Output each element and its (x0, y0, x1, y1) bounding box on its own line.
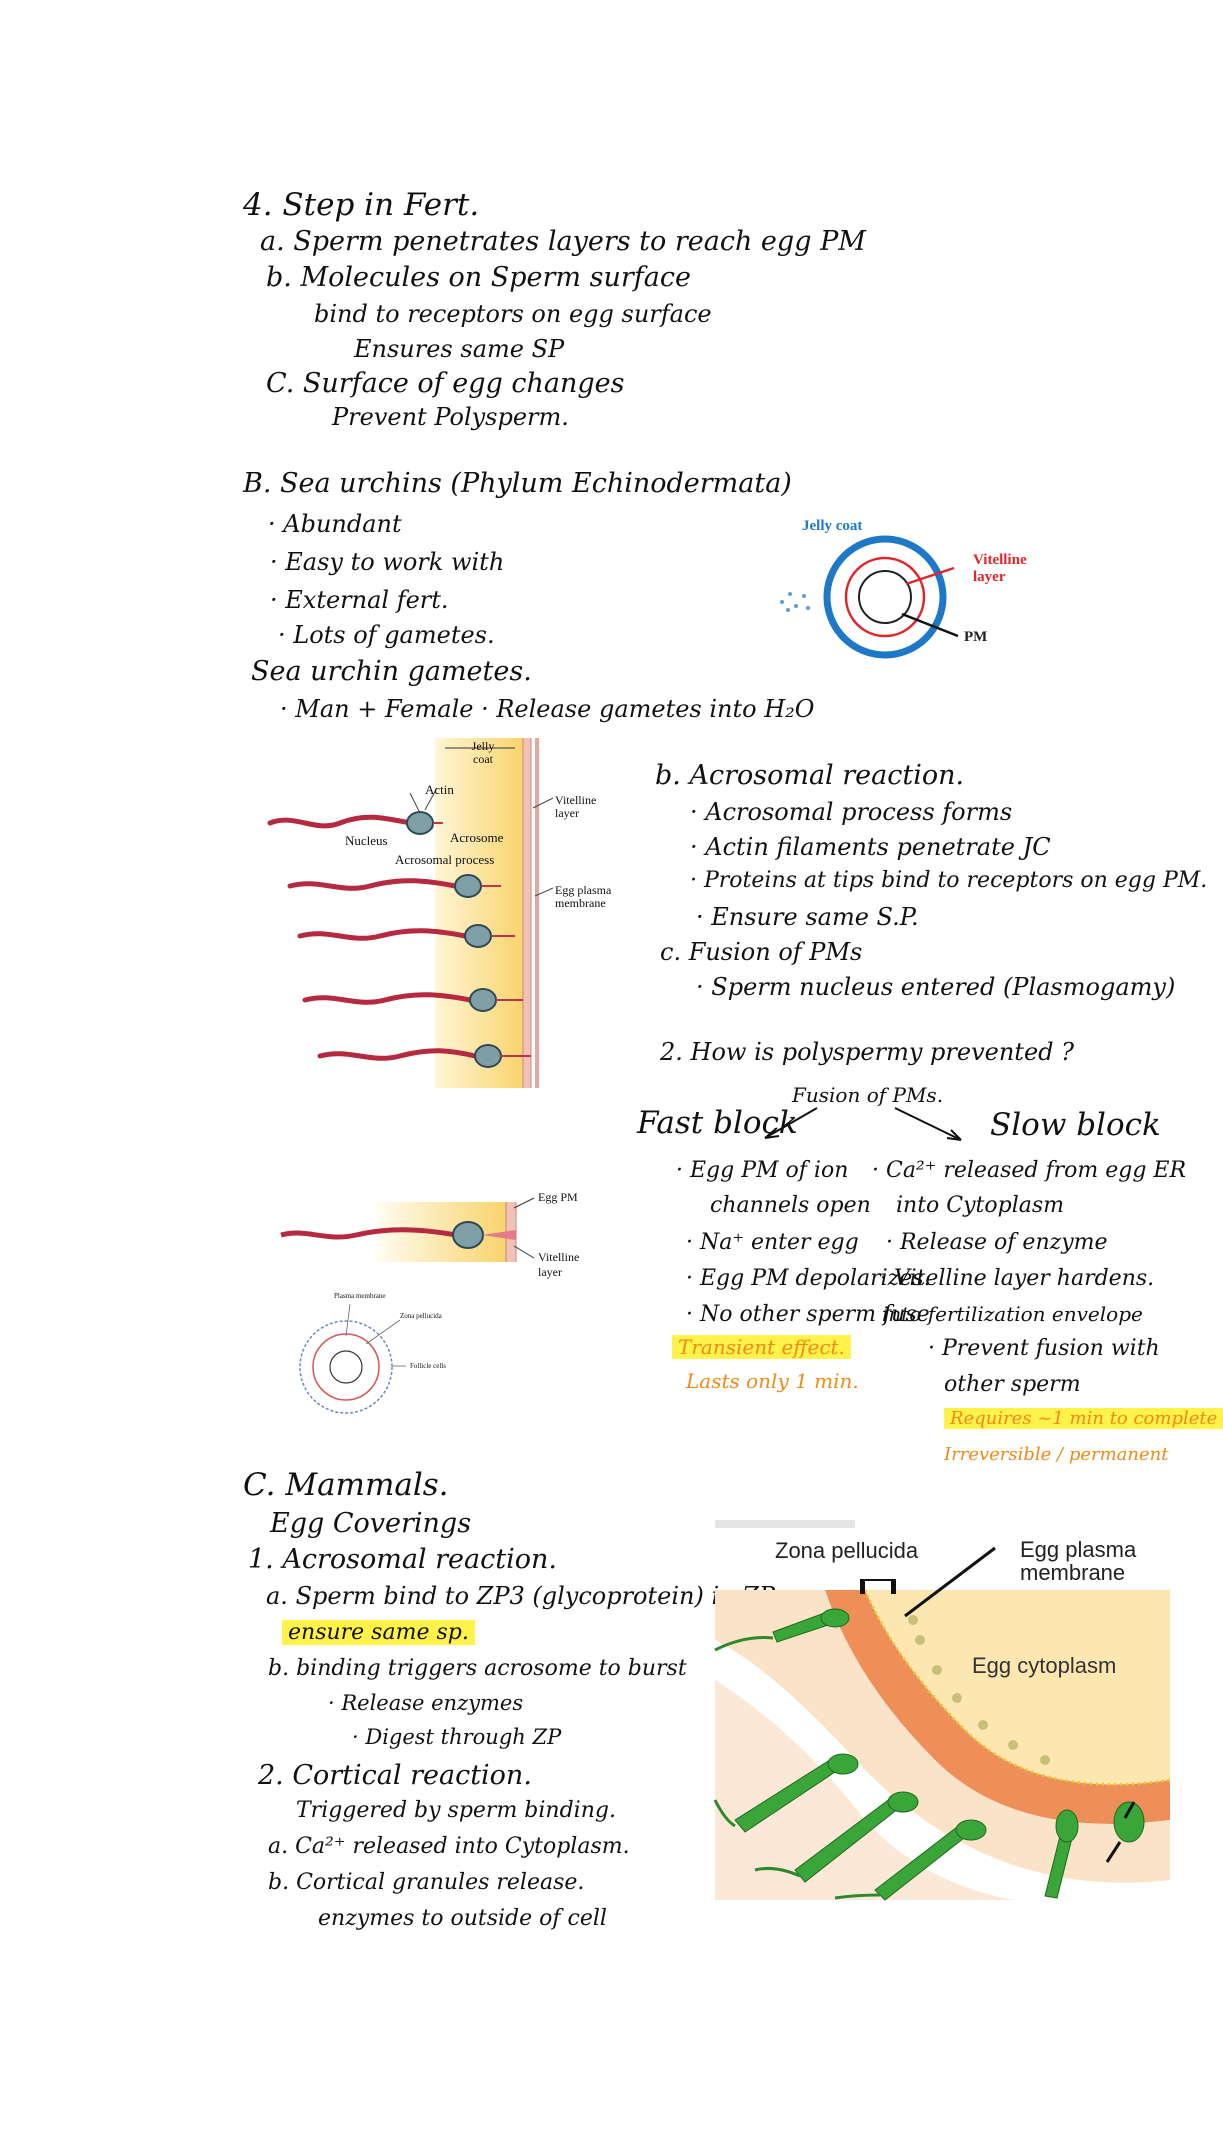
fusion-title: c. Fusion of PMs (660, 938, 863, 966)
pm-label: PM (964, 629, 988, 645)
note-line: · Easy to work with (270, 548, 505, 576)
egg-plasma-membrane-label: Egg plasma membrane (555, 883, 612, 911)
note-line: · External fert. (270, 586, 449, 614)
slow-block-title: Slow block (990, 1107, 1161, 1143)
requires-time-highlight: Requires ~1 min to complete (944, 1408, 1223, 1429)
note-line: · Prevent fusion with (928, 1336, 1160, 1361)
note-line: · Release enzymes (328, 1691, 524, 1715)
acrosomal-reaction-figure: Jelly coat Actin Nucleus Acrosome Acroso… (265, 738, 611, 1088)
note-line: b. Molecules on Sperm surface (266, 262, 691, 293)
jelly-coat-label: Jelly coat (471, 739, 495, 766)
note-line: · Egg PM depolarizes. (686, 1266, 931, 1291)
note-line: b. binding triggers acrosome to burst (268, 1656, 687, 1681)
note-line: Ensures same SP (354, 335, 565, 363)
note-line: b. Cortical granules release. (268, 1870, 585, 1895)
egg-plasma-membrane-label: Egg plasma membrane (1020, 1537, 1137, 1586)
note-line: · Ensure same S.P. (696, 903, 919, 931)
note-line: · Man + Female · Release gametes into H₂… (280, 695, 815, 723)
note-line: into fertilization envelope (882, 1302, 1143, 1326)
note-line: enzymes to outside of cell (318, 1906, 607, 1931)
note-line: other sperm (944, 1372, 1081, 1397)
fusion-center-label: Fusion of PMs. (792, 1083, 944, 1107)
jelly-coat-label: Jelly coat (802, 518, 863, 534)
note-line: · Digest through ZP (352, 1725, 562, 1749)
note-line: a. Ca²⁺ released into Cytoplasm. (268, 1834, 630, 1859)
note-line: C. Surface of egg changes (266, 368, 625, 399)
egg-layers-diagram: Jelly coat Vitelline layer PM (770, 510, 1060, 670)
note-line: Irreversible / permanent (944, 1444, 1169, 1465)
note-line: Sea urchin gametes. (251, 656, 532, 687)
note-line: · Abundant (268, 510, 402, 538)
note-line: · Release of enzyme (886, 1230, 1108, 1255)
actin-label: Actin (425, 782, 454, 797)
note-line: bind to receptors on egg surface (314, 300, 712, 328)
note-line: · Acrosomal process forms (690, 798, 1013, 826)
zona-pellucida-label: Zona pellucida (775, 1538, 919, 1563)
sperm-contact-figure: Egg PM Vitelline layer (276, 1190, 596, 1279)
note-line: Egg Coverings (270, 1508, 472, 1539)
acrosome-label: Acrosome (450, 830, 504, 845)
note-line: · Vitelline layer hardens. (880, 1266, 1155, 1291)
note-line: Prevent Polysperm. (332, 403, 569, 431)
note-line: a. Sperm penetrates layers to reach egg … (260, 226, 866, 257)
polyspermy-title: 2. How is polyspermy prevented ? (660, 1038, 1075, 1066)
transient-effect-highlight: Transient effect. (672, 1335, 851, 1359)
note-line: 1. Acrosomal reaction. (248, 1544, 557, 1575)
zona-pellucida-label: Zona pellucida (400, 1312, 442, 1320)
vitelline-layer-label: Vitelline layer (538, 1250, 580, 1279)
note-line: Lasts only 1 min. (686, 1369, 859, 1393)
note-line: · Ca²⁺ released from egg ER (872, 1158, 1187, 1183)
section-b-title: B. Sea urchins (Phylum Echinodermata) (243, 468, 792, 499)
note-line: · Na⁺ enter egg (686, 1230, 859, 1255)
note-line: 2. Cortical reaction. (258, 1760, 532, 1791)
note-line: · Actin filaments penetrate JC (690, 833, 1051, 861)
acrosomal-process-label: Acrosomal process (395, 852, 495, 867)
vitelline-layer-label: Vitelline layer (555, 793, 597, 821)
note-line: a. Sperm bind to ZP3 (glycoprotein) in Z… (266, 1582, 776, 1610)
egg-pm-label: Egg PM (538, 1190, 578, 1204)
mammal-egg-figure: Plasma membrane Zona pellucida Follicle … (296, 1290, 476, 1420)
note-line: Triggered by sperm binding. (296, 1798, 616, 1823)
note-line: · Lots of gametes. (278, 621, 495, 649)
follicle-cells-label: Follicle cells (410, 1362, 446, 1370)
ensure-same-sp-highlight: ensure same sp. (282, 1620, 475, 1645)
note-line: · Egg PM of ion (676, 1158, 849, 1183)
note-line: channels open (710, 1193, 871, 1218)
branch-arrows (764, 1107, 962, 1141)
nucleus-label: Nucleus (345, 833, 388, 848)
zona-pellucida-figure: Zona pellucida Egg plasma membrane Egg c… (713, 1520, 1171, 1901)
vitelline-layer-label: Vitelline layer (973, 552, 1027, 585)
egg-cytoplasm-label: Egg cytoplasm (972, 1653, 1117, 1678)
plasma-membrane-label: Plasma membrane (334, 1292, 386, 1300)
note-line: · Proteins at tips bind to receptors on … (690, 868, 1208, 893)
note-line: · No other sperm fuse (686, 1302, 930, 1327)
acrosomal-reaction-title: b. Acrosomal reaction. (655, 760, 965, 791)
note-line: · Sperm nucleus entered (Plasmogamy) (696, 973, 1176, 1001)
section-c-title: C. Mammals. (243, 1467, 449, 1503)
note-line: into Cytoplasm (896, 1193, 1065, 1218)
section-4-title: 4. Step in Fert. (243, 187, 480, 223)
